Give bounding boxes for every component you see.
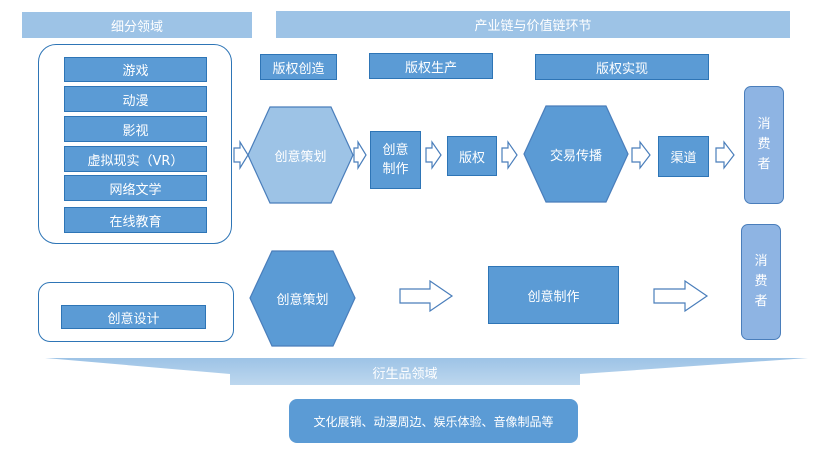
- arrow-trade-to-channel: [631, 140, 651, 170]
- consumer-box-row1: 消费者: [744, 86, 784, 204]
- value-chain-header: 产业链与价值链环节: [276, 11, 790, 38]
- derivative-items-box: 文化展销、动漫周边、娱乐体验、音像制品等: [289, 399, 578, 443]
- segment-film-tv: 影视: [64, 116, 207, 142]
- copyright-box: 版权: [447, 136, 497, 176]
- stage-creation: 版权创造: [260, 54, 337, 80]
- segment-web-literature: 网络文学: [64, 175, 207, 201]
- row2-creative-making-box: 创意制作: [488, 266, 619, 324]
- consumer-box-row2: 消费者: [741, 224, 781, 340]
- segment-animation: 动漫: [64, 86, 207, 112]
- planning-label: 创意策划: [274, 149, 327, 165]
- hexagon-row2-creative-planning: [249, 250, 356, 347]
- row2-planning-label: 创意策划: [276, 292, 329, 308]
- hexagon-creative-planning: [247, 106, 354, 204]
- consumer-label-row1: 消费者: [757, 117, 771, 172]
- derivative-band: [45, 358, 808, 385]
- segment-online-education: 在线教育: [64, 207, 207, 233]
- arrow-channel-to-consumer: [715, 140, 735, 170]
- arrow-row2-making-to-consumer: [653, 279, 709, 313]
- arrow-making-to-copyright: [425, 140, 442, 170]
- creative-making-box: 创意 制作: [370, 131, 421, 189]
- creative-design-box: 创意设计: [61, 305, 206, 329]
- arrow-segments-to-planning: [233, 139, 249, 171]
- derivative-title: 衍生品领域: [372, 367, 438, 382]
- segment-vr: 虚拟现实（VR）: [64, 146, 207, 172]
- arrow-planning-to-making: [353, 139, 367, 171]
- stage-realization: 版权实现: [535, 54, 709, 80]
- stage-production: 版权生产: [369, 53, 493, 79]
- trade-label: 交易传播: [549, 148, 602, 164]
- segments-header: 细分领域: [22, 12, 252, 38]
- arrow-copyright-to-trade: [501, 140, 518, 170]
- arrow-row2-planning-to-making: [399, 279, 454, 313]
- segment-games: 游戏: [64, 57, 207, 82]
- channel-box: 渠道: [658, 136, 709, 177]
- hexagon-trade-dissemination: [523, 105, 629, 203]
- consumer-label-row2: 消费者: [754, 254, 768, 309]
